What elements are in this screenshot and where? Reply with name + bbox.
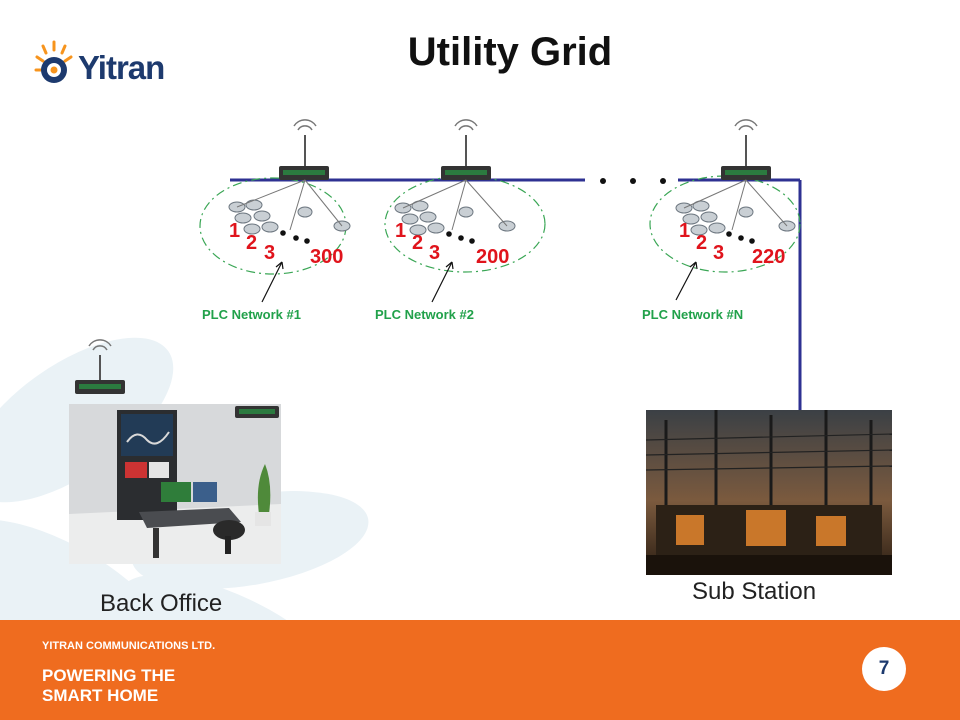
- plc-network-label: PLC Network #N: [642, 307, 744, 322]
- node-number: 3: [264, 242, 276, 264]
- node-count: 300: [310, 246, 344, 268]
- node-number: 1: [229, 220, 241, 242]
- node-count: 200: [476, 246, 510, 268]
- node-number: 1: [395, 220, 407, 242]
- node-number: 3: [713, 242, 725, 264]
- plc-network-label: PLC Network #2: [375, 307, 474, 322]
- network-1-cluster: [199, 119, 351, 303]
- page-number: 7: [862, 647, 906, 691]
- footer-bar: [0, 620, 960, 720]
- node-number: 2: [246, 232, 258, 254]
- node-number: 2: [696, 232, 708, 254]
- network-n-cluster: [649, 119, 801, 301]
- network-2-cluster: [384, 119, 546, 303]
- footer-tagline: POWERING THE: [42, 666, 176, 685]
- page-title: Utility Grid: [407, 30, 613, 74]
- back-office-caption: Back Office: [100, 590, 223, 617]
- node-number: 2: [412, 232, 424, 254]
- node-number: 1: [679, 220, 691, 242]
- ellipsis-dots: [600, 178, 666, 184]
- back-office-antenna: [75, 339, 125, 394]
- back-office-image: [69, 404, 281, 564]
- substation-image: [646, 410, 892, 575]
- plc-network-label: PLC Network #1: [202, 307, 301, 322]
- footer-tagline: SMART HOME: [42, 686, 159, 705]
- yitran-logo: [34, 40, 73, 83]
- node-count: 220: [752, 246, 786, 268]
- logo-text: Yitran: [78, 49, 165, 86]
- sub-station-caption: Sub Station: [692, 578, 817, 605]
- footer-company: YITRAN COMMUNICATIONS LTD.: [42, 640, 216, 652]
- node-number: 3: [429, 242, 441, 264]
